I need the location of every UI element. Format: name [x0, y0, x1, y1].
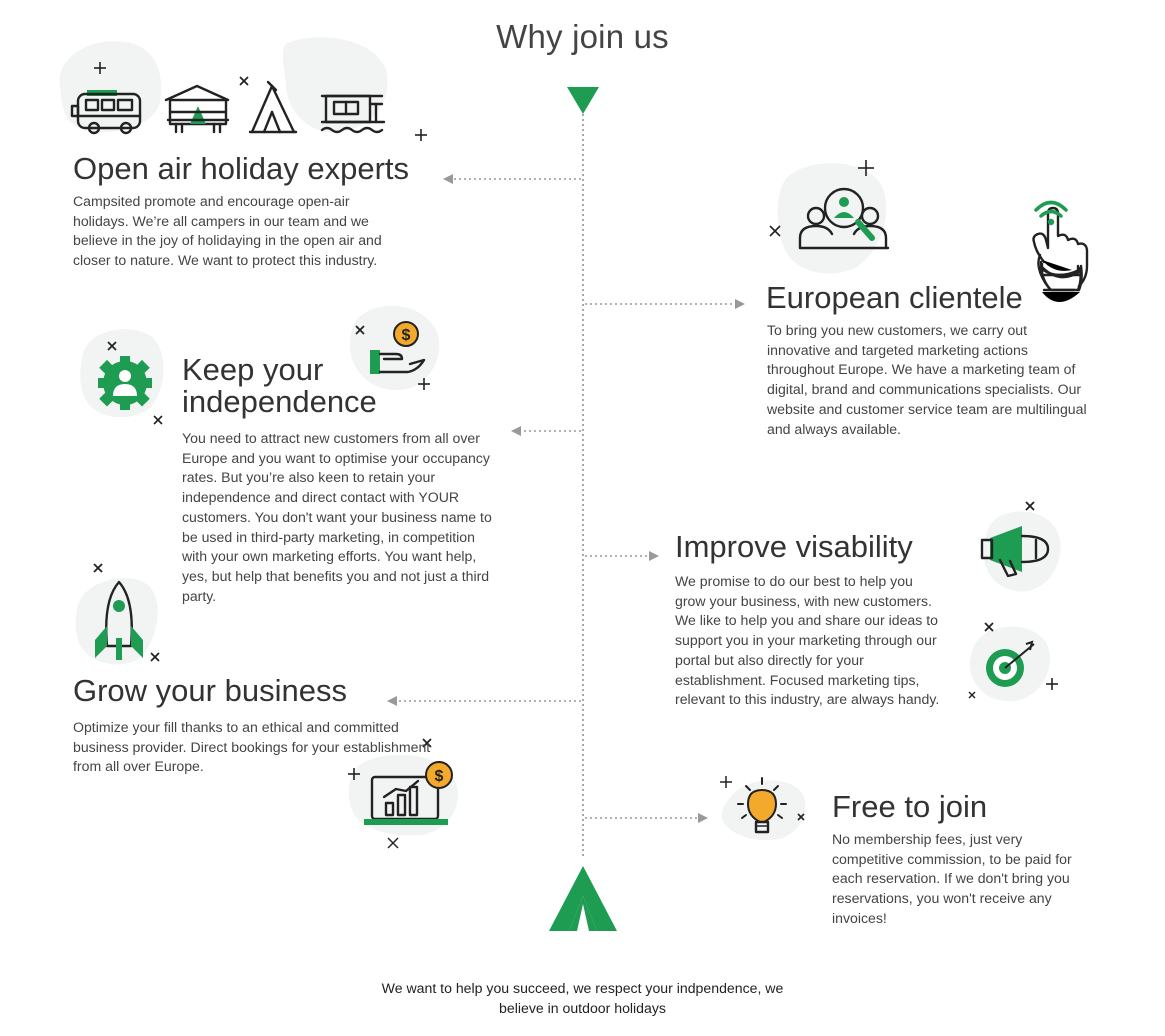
close-mark-icon [968, 691, 976, 699]
close-mark-icon [107, 341, 117, 351]
hand-coin-icon: $ [370, 321, 426, 374]
tent-icon [248, 80, 298, 134]
lightbulb-icon [737, 777, 787, 834]
close-mark-icon [150, 652, 160, 662]
grow-title: Grow your business [73, 673, 347, 708]
close-mark-icon [769, 225, 781, 237]
gear-user-icon [98, 356, 152, 410]
footer-tagline: We want to help you succeed, we respect … [381, 980, 784, 1016]
european-title: European clientele [766, 280, 1023, 315]
coin-symbol: $ [402, 327, 411, 344]
arrow-independence [511, 426, 521, 436]
open-air-title: Open air holiday experts [73, 151, 410, 186]
page-title: Why join us [496, 18, 669, 55]
tent-logo-icon [549, 866, 617, 931]
arrow-european [735, 299, 745, 309]
close-mark-icon [984, 622, 994, 632]
open-air-body: Campsited promote and encourage open-air… [73, 193, 382, 269]
open-air-icons [59, 37, 427, 141]
grow-body: Optimize your fill thanks to an ethical … [73, 719, 431, 775]
sparkle-icon [418, 378, 430, 390]
visibility-title: Improve visability [675, 529, 913, 564]
sparkle-icon [1046, 678, 1058, 690]
customer-search-icon [798, 187, 890, 250]
close-mark-icon [239, 76, 249, 86]
grow-rocket-icons [75, 563, 160, 665]
sparkle-icon [858, 160, 874, 176]
coin-symbol: $ [435, 768, 444, 785]
european-icons [769, 160, 1089, 302]
rocket-icon [95, 580, 143, 660]
independence-title-line1: Keep your [182, 352, 324, 387]
close-mark-icon [422, 738, 432, 748]
sparkle-icon [720, 776, 732, 788]
sparkle-icon [94, 62, 106, 74]
arrow-grow [387, 696, 397, 706]
close-mark-icon [797, 813, 805, 821]
visibility-body: We promise to do our best to help you gr… [675, 573, 940, 708]
arrow-visibility [649, 551, 659, 561]
mobile-home-icon [164, 84, 230, 134]
grow-laptop-icons: $ [348, 738, 458, 849]
sparkle-icon [387, 837, 399, 849]
visibility-icons [968, 501, 1061, 702]
sparkle-icon [348, 768, 360, 780]
lodge-icon [320, 94, 386, 134]
megaphone-icon [980, 526, 1050, 578]
laptop-chart-icon: $ [364, 761, 453, 825]
target-icon [986, 640, 1035, 687]
timeline-top-triangle [567, 87, 599, 114]
free-body: No membership fees, just very competitiv… [832, 831, 1072, 926]
independence-icons: $ [80, 305, 440, 425]
free-icons [720, 776, 806, 841]
arrow-free [698, 813, 708, 823]
close-mark-icon [355, 325, 365, 335]
campervan-icon [70, 90, 142, 135]
close-mark-icon [93, 563, 103, 573]
independence-title-line2: independence [182, 384, 377, 419]
independence-body: You need to attract new customers from a… [182, 430, 492, 604]
close-mark-icon [1025, 501, 1035, 511]
european-body: To bring you new customers, we carry out… [767, 322, 1087, 437]
free-title: Free to join [832, 789, 988, 824]
hand-click-icon [1032, 200, 1089, 302]
close-mark-icon [153, 415, 163, 425]
arrow-open-air [443, 174, 453, 184]
